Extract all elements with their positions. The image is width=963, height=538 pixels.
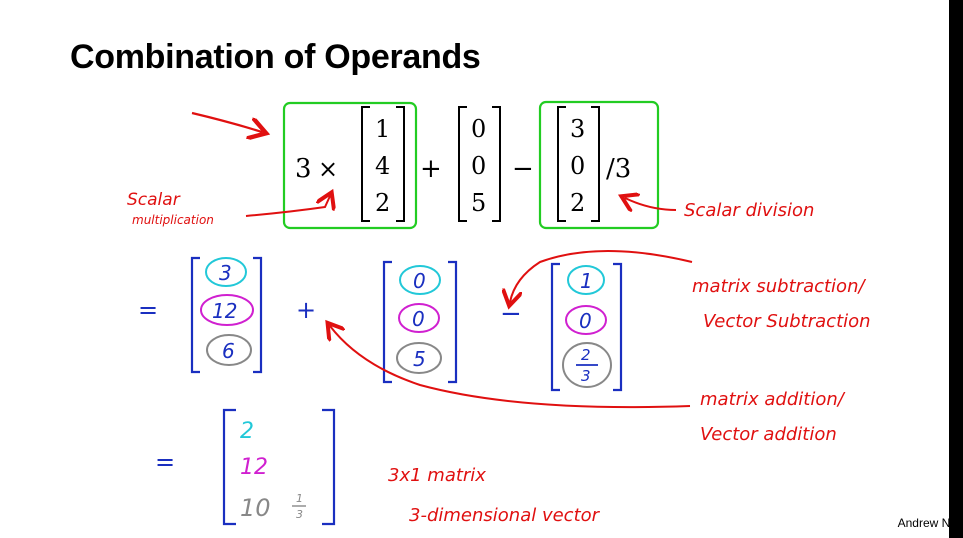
expr-vec-b-0: 0 [471,115,486,143]
expr-vec-a-right-bracket [396,106,405,222]
expr-vec-a-1: 4 [375,152,390,180]
arrow-scalar-mul [245,196,330,217]
expr-vec-b-right-bracket [492,106,501,222]
note-mat-add-2: Vector addition [700,424,837,445]
expr-vec-b-left-bracket [458,106,467,222]
note-mat-sub-2: Vector Subtraction [703,311,871,332]
step2-vec-a-circle-2 [206,334,252,366]
step2-vec-a-left-bracket [190,256,200,374]
expr-vec-a-0: 1 [375,115,390,143]
top-arrow [191,111,262,132]
expr-vec-c-2: 2 [570,189,585,217]
result-left-bracket [222,408,236,526]
note-scalar-div: Scalar division [684,200,814,221]
result-value-1: 12 [240,455,268,480]
expr-vec-c-right-bracket [591,106,600,222]
arrow-scalar-div [625,198,677,210]
step2-vec-c-0: 1 [580,269,593,293]
expr-scalar: 3 [295,154,312,184]
step2-vec-b-circle-1 [398,303,440,333]
note-scalar-mul-1: Scalar [127,190,181,210]
step2-vec-b-left-bracket [382,260,392,384]
step2-vec-c-circle-0 [567,265,605,295]
step2-equals: = [138,296,158,324]
step2-plus: + [296,296,316,324]
result-value-0: 2 [240,419,254,444]
result-value-2: 10 [240,494,271,522]
step2-vec-b-0: 0 [413,269,426,293]
expr-div: /3 [606,154,631,184]
green-box-scalar-div [538,100,660,230]
step2-vec-c-1: 0 [579,309,592,333]
step2-vec-c-right-bracket [613,262,623,392]
step2-minus: − [500,299,522,329]
step2-vec-c-frac-den: 3 [581,367,591,385]
step2-vec-b-right-bracket [448,260,458,384]
arrow-mat-add [330,326,691,409]
slide-title: Combination of Operands [70,38,481,76]
step2-vec-b-circle-2 [396,342,442,374]
expr-plus: + [420,154,442,184]
note-dims-2: 3-dimensional vector [409,505,601,526]
expr-vec-c-left-bracket [557,106,566,222]
expr-times: × [318,155,338,183]
step2-vec-a-circle-1 [200,294,254,326]
result-frac-num: 1 [296,492,303,505]
expr-vec-a-2: 2 [375,189,390,217]
step2-vec-b-1: 0 [412,307,425,331]
step2-vec-a-2: 6 [222,339,235,363]
step2-vec-a-right-bracket [253,256,263,374]
expr-minus: − [512,154,534,184]
note-mat-add-1: matrix addition/ [700,389,846,410]
step2-vec-c-frac-num: 2 [581,346,591,364]
arrow-mat-sub [510,250,693,302]
result-right-bracket [322,408,336,526]
step2-vec-a-1: 12 [212,299,237,323]
expr-vec-b-1: 0 [471,152,486,180]
right-edge-bar [949,0,963,538]
step2-vec-b-2: 5 [413,347,426,371]
step2-vec-b-circle-0 [399,265,441,295]
expr-vec-a-left-bracket [361,106,370,222]
note-mat-sub-1: matrix subtraction/ [692,276,866,297]
expr-vec-b-2: 5 [471,189,486,217]
expr-vec-c-1: 0 [570,152,585,180]
step2-vec-a-circle-0 [205,257,247,287]
step2-vec-c-circle-1 [565,305,607,335]
step2-vec-c-left-bracket [550,262,560,392]
step2-vec-c-circle-2 [562,342,612,388]
author-credit: Andrew Ng [897,516,957,530]
result-equals: = [155,448,175,476]
green-box-scalar-mul [282,101,418,230]
note-dims-1: 3x1 matrix [388,465,486,486]
note-scalar-mul-2: multiplication [132,213,214,227]
expr-vec-c-0: 3 [570,115,585,143]
result-frac-den: 3 [296,508,303,521]
step2-vec-a-0: 3 [219,261,232,285]
